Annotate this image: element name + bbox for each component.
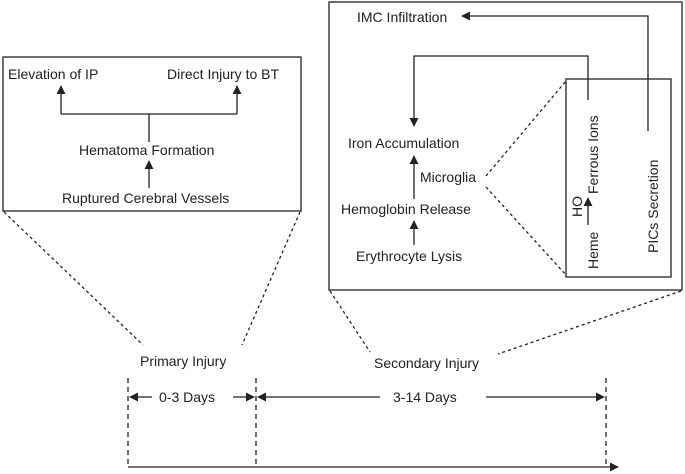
elevation-ip-label: Elevation of IP [8,66,98,82]
primary-injury-label: Primary Injury [140,353,226,369]
microglia-detail-box [565,78,672,278]
direct-injury-bt-label: Direct Injury to BT [167,66,279,82]
erythrocyte-lysis-label: Erythrocyte Lysis [356,248,462,264]
secondary-zoom-lines [329,290,682,355]
ruptured-vessels-label: Ruptured Cerebral Vessels [62,190,229,206]
imc-infiltration-label: IMC Infiltration [357,9,447,25]
hematoma-formation-label: Hematoma Formation [79,142,214,158]
primary-zoom-lines [3,211,301,346]
microglia-label: Microglia [420,169,476,185]
secondary-injury-box [328,1,683,291]
ho-label: HO [569,196,585,217]
ferrous-ions-label: Ferrous Ions [585,115,601,194]
primary-injury-box [2,56,302,212]
microglia-zoom-lines [485,80,567,276]
iron-accumulation-label: Iron Accumulation [348,135,459,151]
hematoma-fork-arrows [56,85,242,142]
pics-secretion-label: PICs Secretion [645,160,661,253]
days-3-14-label: 3-14 Days [393,389,457,405]
ferrous-to-iron-arrow [409,55,589,127]
hemoglobin-release-label: Hemoglobin Release [341,201,471,217]
days-0-3-label: 0-3 Days [159,389,215,405]
heme-label: Heme [585,231,601,269]
secondary-injury-label: Secondary Injury [374,355,479,371]
timeline-dashed-markers [127,378,607,468]
pics-to-imc-arrow [461,11,649,131]
